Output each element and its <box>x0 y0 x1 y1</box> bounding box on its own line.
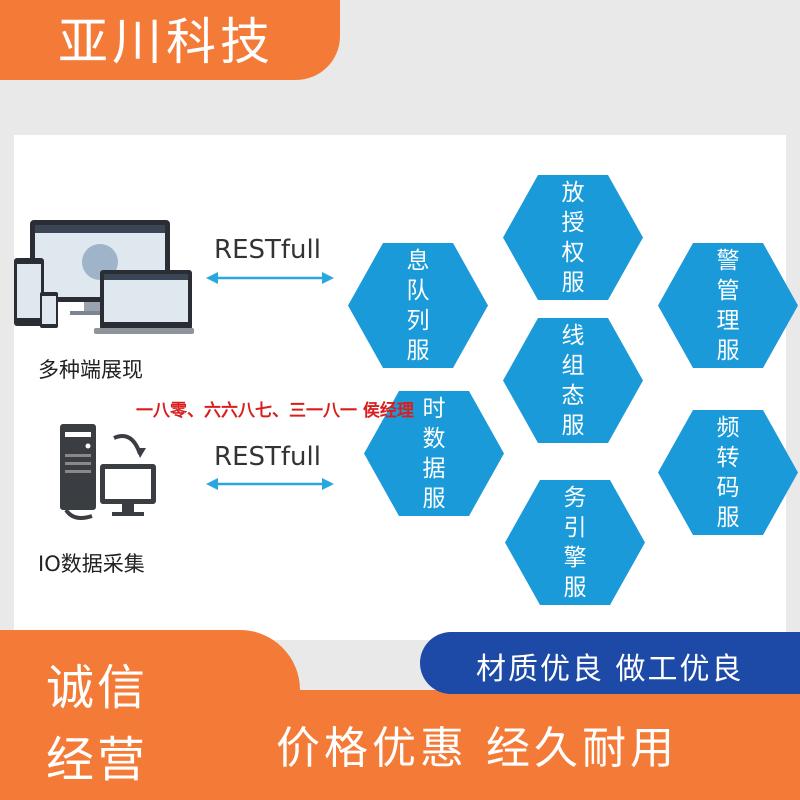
service-label: 报警管理服务 <box>716 243 740 368</box>
multi-device-caption: 多种端展现 <box>38 358 143 382</box>
service-hex-message-queue: 消息队列服务 <box>348 243 488 368</box>
data-collection-caption: IO数据采集 <box>38 552 145 576</box>
service-hex-realtime-data: 实时数据服务 <box>364 391 504 516</box>
quality-banner: 材质优良 做工优良 <box>420 632 800 694</box>
service-label: 在线组态服务 <box>561 318 585 443</box>
rest-label-bottom: RESTfull <box>214 442 321 472</box>
diagram-panel <box>14 135 786 640</box>
service-label: 消息队列服务 <box>406 243 430 368</box>
data-collection-icon <box>60 424 156 520</box>
service-label: 视频转码服务 <box>716 410 740 535</box>
quality-slogan: 材质优良 做工优良 <box>476 652 744 687</box>
brand-banner: 亚川科技 <box>0 0 340 80</box>
brand-name: 亚川科技 <box>58 13 274 71</box>
value-slogan: 价格优惠 经久耐用 <box>276 723 678 774</box>
double-arrow-icon <box>206 272 334 284</box>
footer-left-line1: 诚信 <box>46 660 149 716</box>
double-arrow-icon <box>206 478 334 490</box>
contact-overlay: 一八零、六六八七、三一八一 侯经理 <box>136 401 414 421</box>
service-label: 实时数据服务 <box>422 391 446 516</box>
footer-left-block: 诚信 经营 <box>0 630 300 800</box>
rest-label-top: RESTfull <box>214 235 321 265</box>
service-label: 任务引擎服务 <box>563 480 587 605</box>
multi-device-icon <box>14 220 194 334</box>
footer-left-line2: 经营 <box>46 732 149 788</box>
service-label: 开放授权服务 <box>561 175 585 300</box>
